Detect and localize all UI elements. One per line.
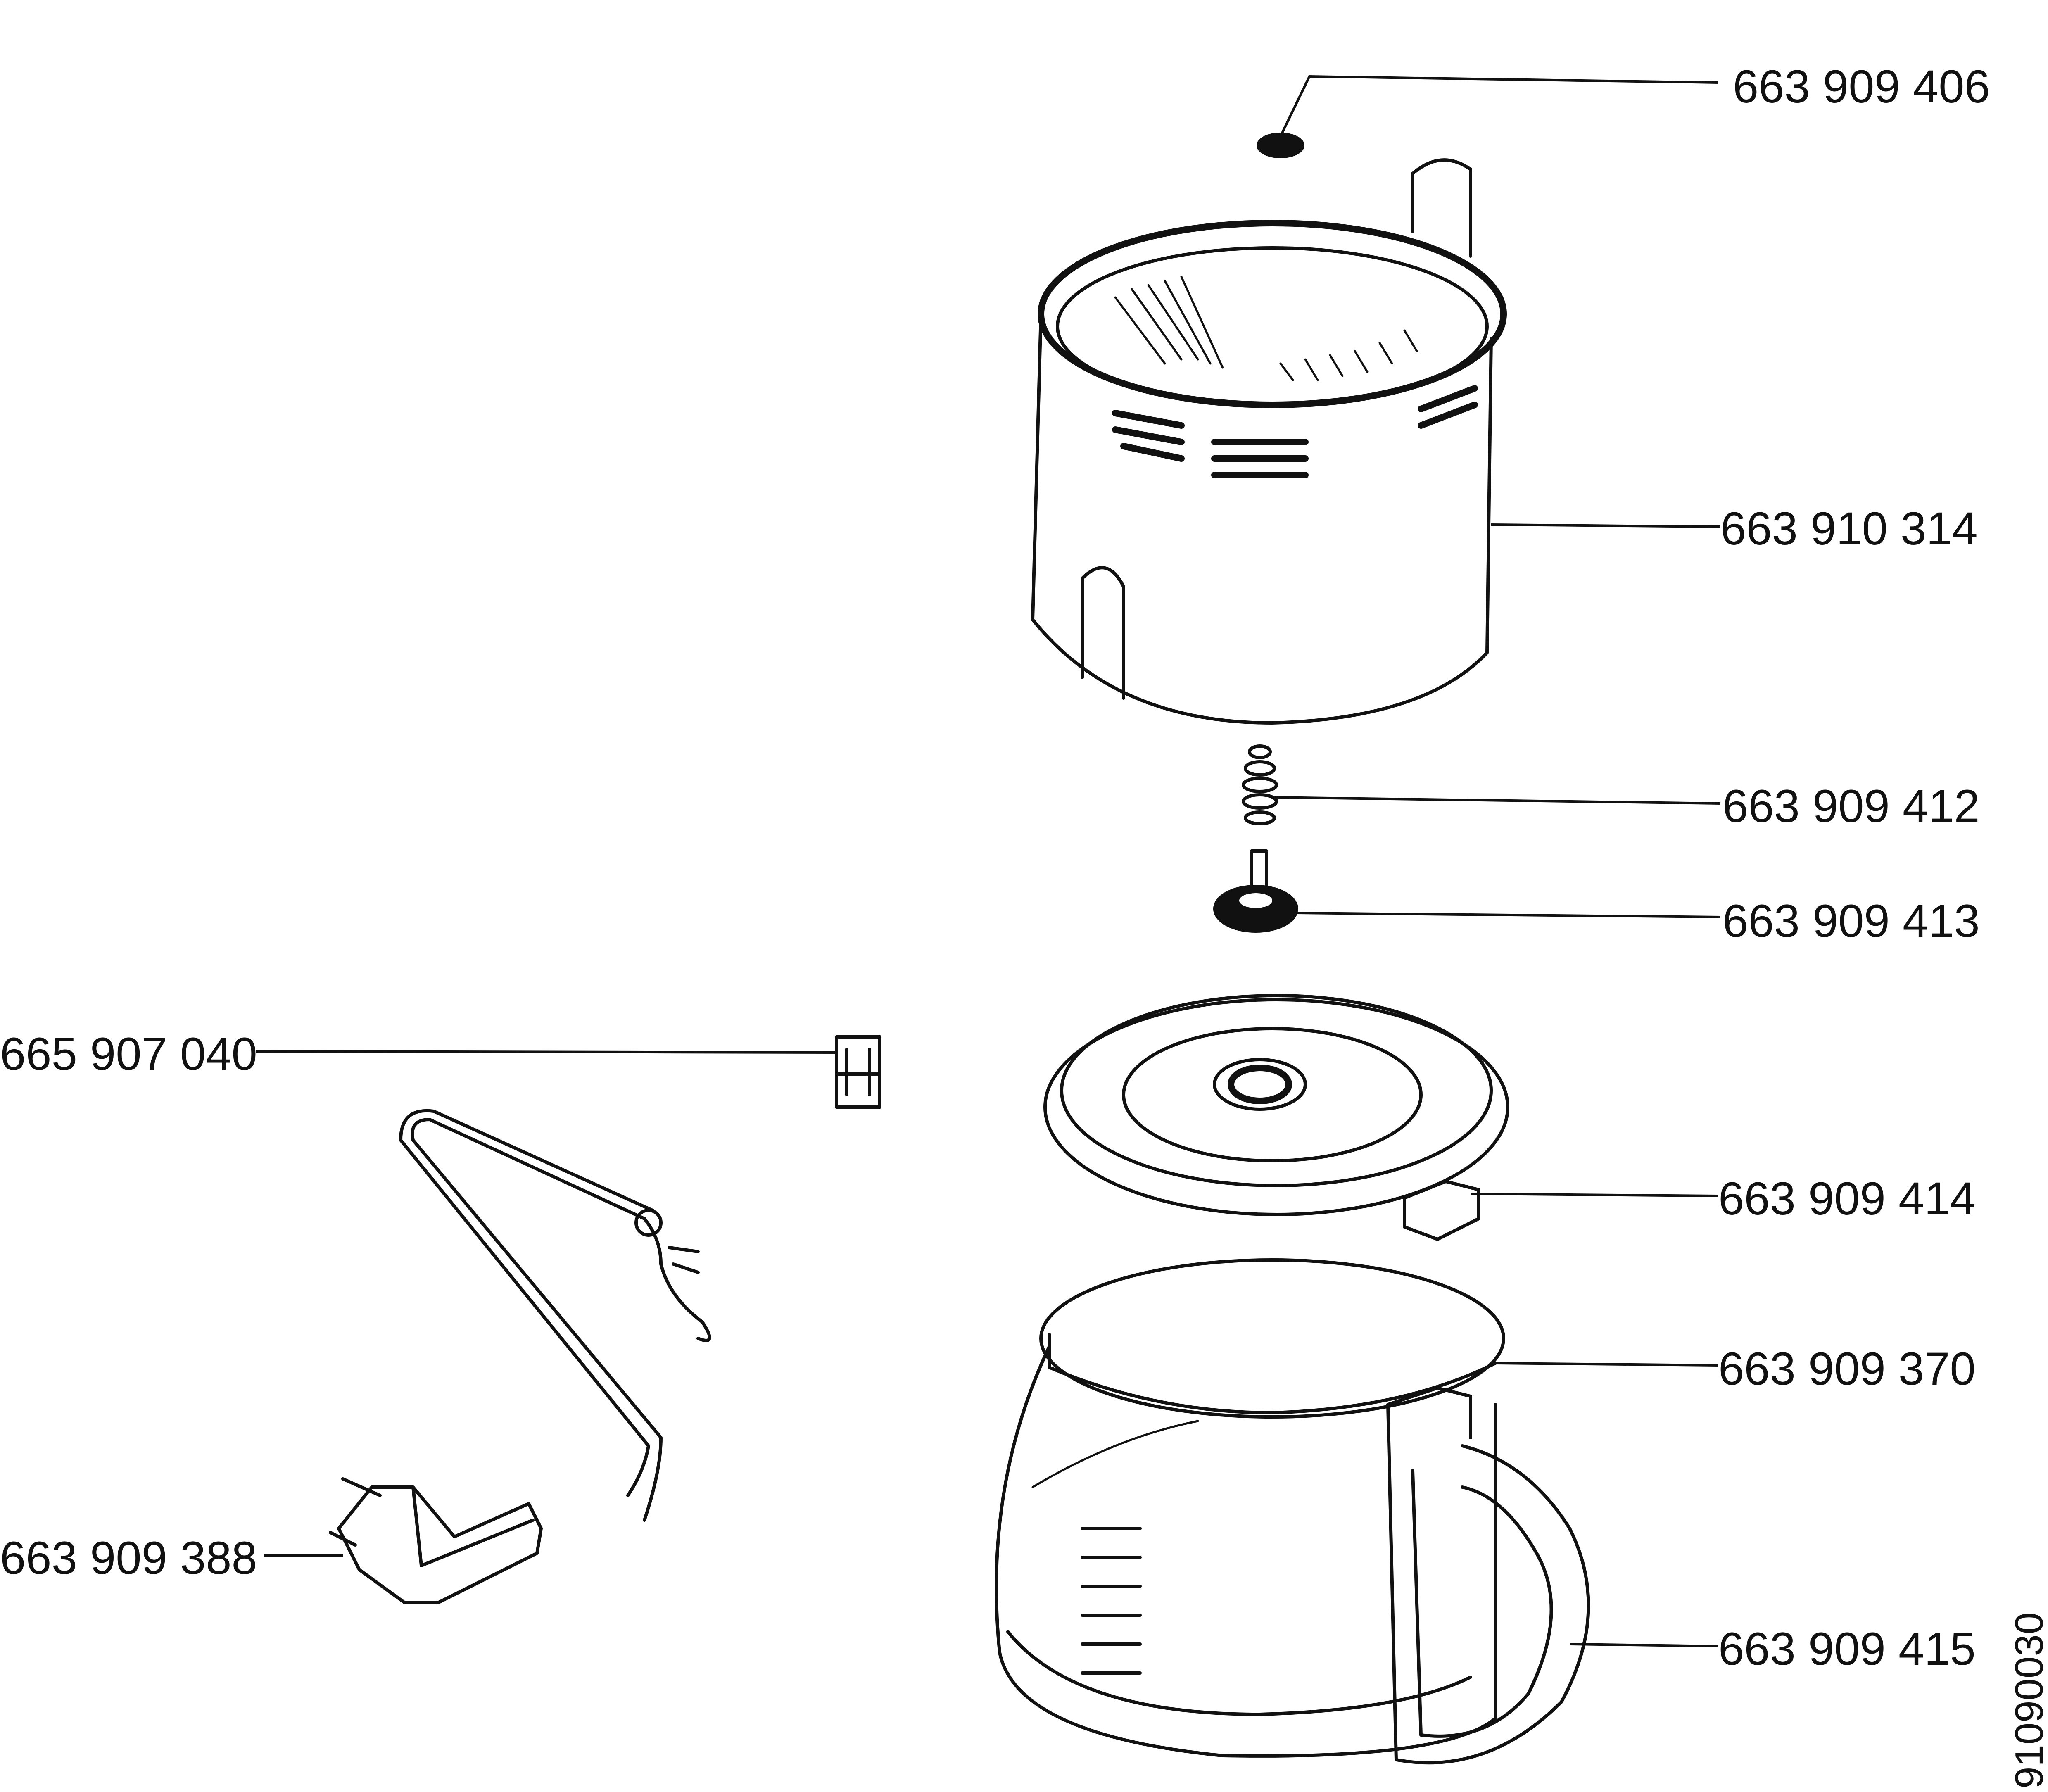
leader-414 <box>1470 1193 1719 1197</box>
valve-part <box>1213 849 1298 933</box>
power-cord-part <box>329 1109 711 1604</box>
leader-314 <box>1491 523 1721 528</box>
part-number-663-909-370: 663 909 370 <box>1718 1343 1976 1395</box>
part-number-663-909-413: 663 909 413 <box>1723 895 1980 947</box>
cap-plug-part <box>1257 133 1304 158</box>
leader-lines <box>256 75 1721 1647</box>
leader-040 <box>256 1050 837 1054</box>
part-number-663-909-388: 663 909 388 <box>0 1532 257 1584</box>
part-number-663-909-414: 663 909 414 <box>1718 1173 1976 1224</box>
leader-413 <box>1297 912 1721 918</box>
carafe-handle-part <box>1386 1386 1590 1765</box>
leader-370 <box>1495 1362 1719 1367</box>
leader-415 <box>1569 1643 1719 1647</box>
part-number-665-907-040: 665 907 040 <box>0 1028 257 1080</box>
glass-carafe-part <box>995 1258 1505 1758</box>
carafe-lid-part <box>1043 994 1509 1241</box>
filter-holder-part <box>1031 158 1507 725</box>
connector-part <box>835 1035 881 1109</box>
part-number-663-909-415: 663 909 415 <box>1718 1623 1976 1675</box>
spring-part <box>1242 744 1278 825</box>
leader-412 <box>1272 796 1721 805</box>
part-number-663-909-406: 663 909 406 <box>1733 61 1990 112</box>
drawing-number: 91090030 <box>2007 1612 2048 1789</box>
part-number-663-910-314: 663 910 314 <box>1720 503 1978 554</box>
part-number-663-909-412: 663 909 412 <box>1723 780 1980 832</box>
leader-406 <box>1279 75 1719 137</box>
